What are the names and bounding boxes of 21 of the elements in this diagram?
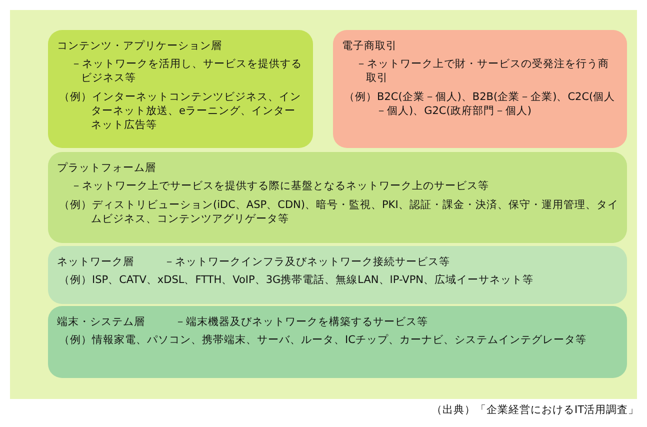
layer-heading: 端末・システム層 — [57, 315, 145, 329]
example-text: （例）ISP、CATV、xDSL、FTTH、VoIP、3G携帯電話、無線LAN、IP-VPN、広域イーサネット等 — [58, 273, 535, 287]
layer-heading: 電子商取引 — [342, 39, 398, 53]
layer-box — [48, 30, 313, 148]
example-text: （例）ディストリビューション(iDC、ASP、CDN)、暗号・監視、PKI、認証・課金・決済、保守・運用管理、タイムビジネス、コンテンツアグリゲータ等 — [58, 198, 619, 226]
layer-description: －ネットワーク上でサービスを提供する際に基盤となるネットワーク上のサービス等 — [70, 179, 490, 193]
layer-description: －ネットワークインフラ及びネットワーク接続サービス等 — [164, 255, 450, 269]
layer-description: －ネットワーク上で財・サービスの受発注を行う商取引 — [355, 57, 610, 85]
source-caption: （出典）「企業経営におけるIT活用調査」 — [431, 403, 639, 417]
layer-description: －ネットワークを活用し、サービスを提供するビジネス等 — [70, 57, 303, 85]
example-text: （例）インターネットコンテンツビジネス、インターネット放送、eラーニング、インターネット広告等 — [58, 90, 302, 132]
layer-box — [48, 152, 627, 243]
layer-heading: プラットフォーム層 — [57, 161, 157, 175]
layer-heading: ネットワーク層 — [57, 255, 134, 269]
example-text: （例）B2C(企業－個人)、B2B(企業－企業)、C2C(個人－個人)、G2C(政府部門－個人) — [343, 90, 616, 118]
example-text: （例）情報家電、パソコン、携帯端末、サーバ、ルータ、ICチップ、カーナビ、システムインテグレータ等 — [58, 333, 588, 347]
layer-heading: コンテンツ・アプリケーション層 — [57, 39, 223, 53]
layer-box — [48, 306, 627, 378]
layer-box — [48, 246, 627, 304]
layer-description: －端末機器及びネットワークを構築するサービス等 — [175, 315, 428, 329]
layer-box — [333, 30, 627, 148]
